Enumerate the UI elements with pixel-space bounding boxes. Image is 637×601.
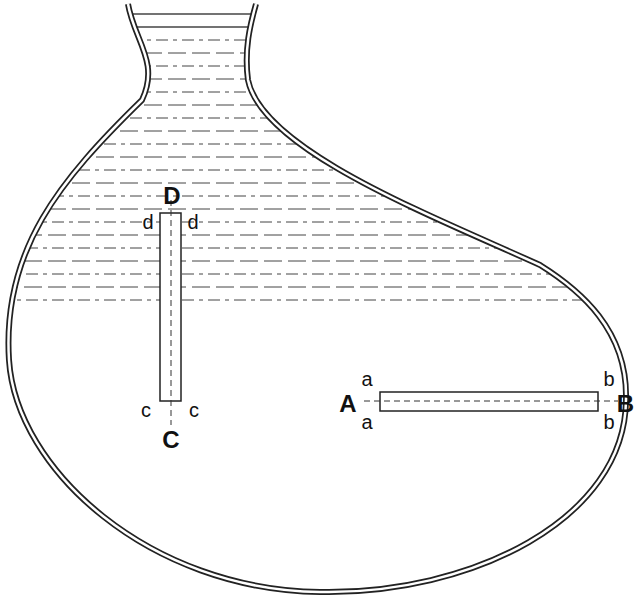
liquid-line — [0, 274, 637, 275]
liquid-line — [0, 92, 637, 93]
liquid-line — [0, 209, 637, 210]
flask-wall-inner — [8, 4, 626, 592]
liquid-line — [0, 170, 637, 171]
liquid-line — [0, 222, 637, 223]
axis-ab — [364, 401, 618, 402]
liquid-line — [0, 13, 637, 14]
liquid-line — [0, 66, 637, 67]
point-letter: c — [141, 400, 151, 420]
point-letter: C — [162, 428, 179, 452]
liquid-line — [0, 118, 637, 119]
liquid-line — [0, 26, 637, 27]
liquid-line — [0, 183, 637, 184]
liquid-line — [0, 248, 637, 249]
liquid-line — [0, 235, 637, 236]
point-letter: A — [339, 392, 356, 416]
axis-cd — [171, 200, 172, 425]
point-letter: c — [189, 400, 199, 420]
liquid-line — [0, 131, 637, 132]
point-letter: a — [361, 412, 372, 432]
point-letter: b — [603, 369, 614, 389]
liquid-line — [0, 261, 637, 262]
liquid-line — [0, 40, 637, 41]
point-letter: D — [163, 184, 180, 208]
point-letter: d — [142, 212, 153, 232]
liquid-line — [0, 287, 637, 288]
point-letter: B — [617, 392, 634, 416]
liquid-line — [0, 79, 637, 80]
liquid-line — [0, 105, 637, 106]
liquid-line — [0, 53, 637, 54]
liquid-line — [0, 196, 637, 197]
point-letter: d — [187, 212, 198, 232]
liquid-line — [0, 300, 637, 301]
point-letter: b — [603, 412, 614, 432]
point-letter: a — [361, 369, 372, 389]
flask-wall — [8, 4, 626, 592]
